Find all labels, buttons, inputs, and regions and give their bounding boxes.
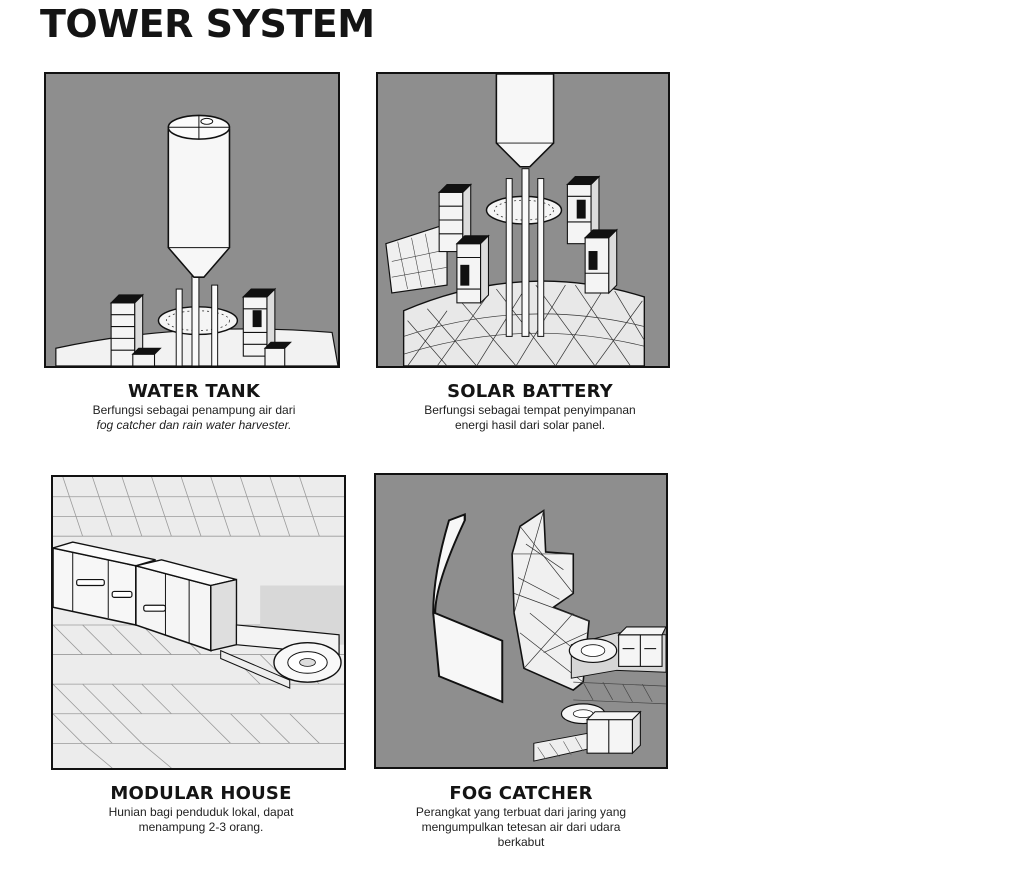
water-tank-title: WATER TANK [127,381,261,402]
modular-house-desc-line-1: Hunian bagi penduduk lokal, dapat [108,805,294,819]
fog-catcher-desc-line-3: berkabut [497,835,545,849]
solar-battery-description: Berfungsi sebagai tempat penyimpanan ene… [380,403,680,433]
page-title: TOWER SYSTEM [40,2,375,46]
water-tank-caption: WATER TANK Berfungsi sebagai penampung a… [44,381,344,433]
fog-catcher-desc-line-2: mengumpulkan tetesan air dari udara [421,820,621,834]
solar-battery-desc-line-1: Berfungsi sebagai tempat penyimpanan [424,403,636,417]
modular-house-title: MODULAR HOUSE [110,783,292,804]
fog-catcher-description: Perangkat yang terbuat dari jaring yang … [371,805,671,850]
modular-house-illustration [51,475,346,770]
solar-battery-desc-line-2: energi hasil dari solar panel. [454,418,606,432]
fog-catcher-caption: FOG CATCHER Perangkat yang terbuat dari … [371,783,671,850]
solar-battery-illustration [376,72,670,368]
modular-house-description: Hunian bagi penduduk lokal, dapat menamp… [51,805,351,835]
water-tank-desc-line-1: Berfungsi sebagai penampung air dari [92,403,296,417]
modular-house-desc-line-2: menampung 2-3 orang. [138,820,264,834]
fog-catcher-desc-line-1: Perangkat yang terbuat dari jaring yang [415,805,627,819]
solar-battery-caption: SOLAR BATTERY Berfungsi sebagai tempat p… [380,381,680,433]
water-tank-description: Berfungsi sebagai penampung air dari fog… [44,403,344,433]
solar-battery-title: SOLAR BATTERY [447,381,613,402]
water-tank-desc-line-2: fog catcher dan rain water harvester. [96,418,292,432]
fog-catcher-illustration [374,473,668,769]
modular-house-caption: MODULAR HOUSE Hunian bagi penduduk lokal… [51,783,351,835]
water-tank-illustration [44,72,340,368]
fog-catcher-title: FOG CATCHER [449,783,593,804]
